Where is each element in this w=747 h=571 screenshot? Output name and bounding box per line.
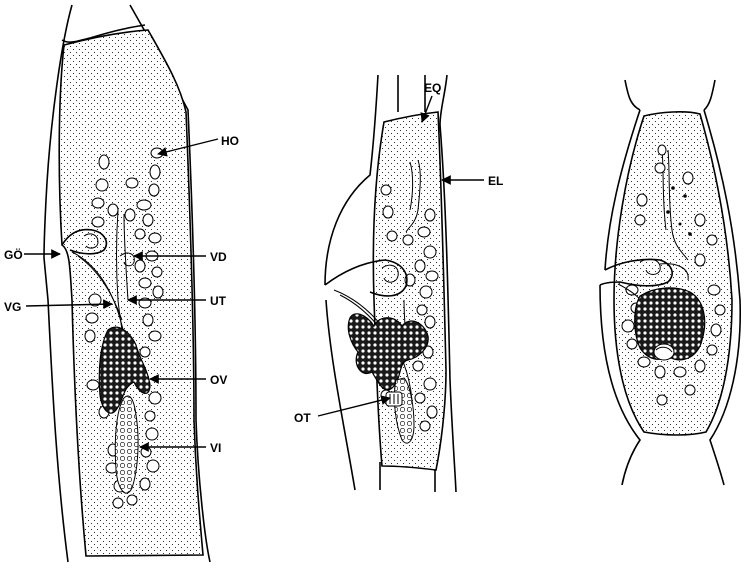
ovary-left bbox=[98, 326, 151, 414]
label-ov: OV bbox=[210, 373, 227, 387]
vesicles-left bbox=[84, 147, 164, 509]
label-vd: VD bbox=[210, 250, 227, 264]
label-eq: EQ bbox=[424, 81, 441, 95]
genital-pore-middle bbox=[324, 259, 408, 297]
vesicles-right bbox=[621, 144, 726, 406]
specimen-left bbox=[43, 4, 211, 563]
specimen-middle bbox=[324, 74, 457, 493]
body-left bbox=[58, 29, 204, 557]
label-vg: VG bbox=[4, 300, 21, 314]
annotation-arrows bbox=[24, 95, 484, 452]
ovary-middle bbox=[347, 313, 429, 391]
genital-pore-right bbox=[599, 258, 673, 287]
vitellarium-left bbox=[114, 395, 139, 494]
specimen-right bbox=[599, 79, 742, 486]
outer-wall-left bbox=[43, 4, 73, 563]
genital-pore-left bbox=[61, 228, 108, 255]
label-go: GÖ bbox=[4, 247, 23, 262]
ovary-right bbox=[634, 287, 706, 361]
vesicles-middle bbox=[378, 184, 439, 432]
label-el: EL bbox=[488, 174, 503, 188]
label-ho: HO bbox=[221, 134, 239, 148]
label-vi: VI bbox=[210, 441, 221, 455]
label-ot: OT bbox=[294, 411, 311, 425]
label-ut: UT bbox=[210, 294, 227, 308]
